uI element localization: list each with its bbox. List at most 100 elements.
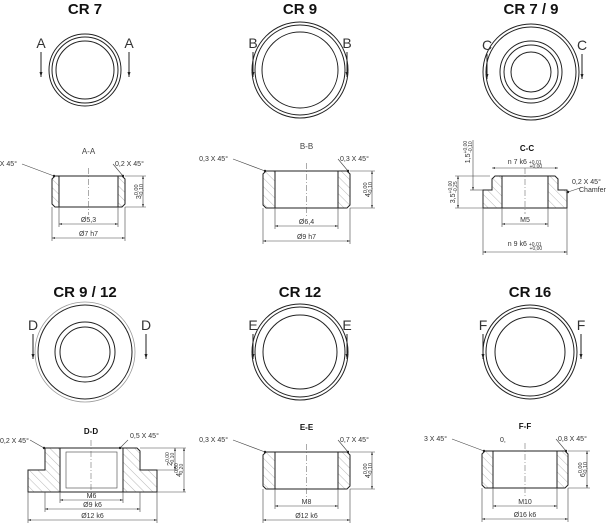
ring-circle (482, 23, 580, 121)
tol-lower: -0,10 (368, 463, 374, 476)
height-value: 40,00-0,20 (174, 463, 185, 477)
thread-label: M5 (520, 217, 530, 224)
ring-circle (262, 314, 338, 390)
ring-circle (485, 26, 577, 118)
tol-upper: 0,00 (363, 463, 369, 474)
chamfer-left-label: 0,2 X 45° (0, 437, 29, 445)
section-label: F-F (519, 422, 532, 431)
tol-lower: +0,00 (530, 164, 543, 170)
ring-circle (54, 321, 116, 383)
thread-label: M6 (87, 493, 97, 500)
ring-circle (499, 40, 563, 104)
tol-upper: +0,01 (529, 160, 542, 166)
hatched-section (51, 175, 60, 208)
hatched-section (262, 451, 276, 490)
tol-lower: -0,10 (139, 184, 145, 197)
inner-diameter-label: Ø5,3 (81, 217, 96, 224)
chamfer-mid-label: 0, (500, 437, 506, 444)
height-value: 40,00-0,10 (363, 182, 374, 197)
view-title: CR 9 / 12 (53, 284, 116, 301)
ring-circle (485, 307, 575, 397)
ring-circle (251, 21, 349, 119)
leader-line (337, 439, 349, 453)
leader-line (29, 439, 45, 449)
ring-circle (254, 306, 346, 398)
inner-diameter-label: M8 (302, 499, 312, 506)
section-letter-right: C (577, 37, 587, 53)
step-height-value: 1,5+0,00-0,10 (463, 141, 474, 164)
leader-dot (118, 446, 122, 450)
tol-upper: 0,00 (134, 184, 140, 195)
leader-dot (482, 449, 486, 453)
tol-upper: +0,01 (529, 242, 542, 248)
chamfer-right-label: 0,2 X 45° (115, 160, 144, 168)
chamfer-left-label: 3 X 45° (424, 435, 447, 443)
tol-lower: -0,10 (468, 141, 474, 153)
ring-circle (51, 36, 119, 104)
hatched-section (122, 447, 158, 493)
height-value: 40,00-0,10 (363, 463, 374, 478)
ring-circle (494, 316, 566, 388)
height-value: 30,00-0,10 (134, 184, 145, 199)
leader-dot (566, 190, 570, 194)
tol-upper: 0,00 (578, 462, 584, 473)
chamfer-right-label: 0,7 X 45° (340, 436, 369, 444)
height-dimension: 60,00-0,10 (578, 462, 589, 477)
section-letter-left: E (248, 317, 257, 333)
height-dimension: 3,5+0,00-0,25 (448, 181, 459, 204)
chamfer-note: Chamfer (579, 187, 607, 194)
hatched-section (337, 451, 351, 490)
leader-dot (346, 169, 350, 173)
hatched-section (262, 170, 276, 209)
inner-diameter-label: M10 (518, 499, 532, 506)
step-height-dimension: 1,5+0,00-0,10 (463, 141, 474, 164)
chamfer-left-label: 0,3 X 45° (199, 436, 228, 444)
outer-diameter-label: Ø7 h7 (79, 231, 98, 238)
ring-circle (34, 301, 136, 403)
hatched-section (337, 170, 351, 209)
section-letter-right: F (577, 317, 586, 333)
ring-circle (37, 304, 133, 400)
height-dimension: 30,00-0,10 (134, 184, 145, 199)
inner-diameter-label: Ø6,4 (299, 219, 314, 226)
step-height-value: 20,00-0,10 (165, 452, 176, 466)
chamfer-left-label: 0,3 X 45° (199, 155, 228, 163)
leader-line (567, 187, 581, 193)
leader-dot (42, 446, 46, 450)
ring-circle (503, 44, 559, 100)
hatched-section (547, 175, 568, 209)
leader-line (451, 438, 485, 452)
outer-diameter-label: Ø12 k6 (81, 513, 104, 520)
tol-upper: +0,00 (463, 141, 469, 154)
tol-lower: +0,00 (530, 246, 543, 252)
section-letter-left: A (36, 35, 46, 51)
leader-line (112, 163, 124, 177)
ring-circle (59, 326, 111, 378)
outer-diameter-label: Ø16 k6 (514, 512, 537, 519)
mid-diameter-label: Ø9 k6 (83, 502, 102, 509)
section-letter-left: C (482, 37, 492, 53)
section-label: A-A (82, 147, 96, 156)
section-letter-right: E (342, 317, 351, 333)
chamfer-label: 0,2 X 45° (572, 178, 601, 186)
leader-dot (263, 169, 267, 173)
hatched-section (556, 450, 569, 489)
leader-dot (52, 174, 56, 178)
leader-line (232, 158, 266, 172)
section-letter-left: F (479, 317, 488, 333)
height-dimension: 40,00-0,10 (363, 463, 374, 478)
section-letter-left: D (28, 317, 38, 333)
height-number: 4 (365, 193, 372, 197)
tol-upper: +0,00 (448, 181, 454, 194)
tol-upper: 0,00 (174, 463, 180, 473)
height: 3,5 (450, 193, 457, 203)
